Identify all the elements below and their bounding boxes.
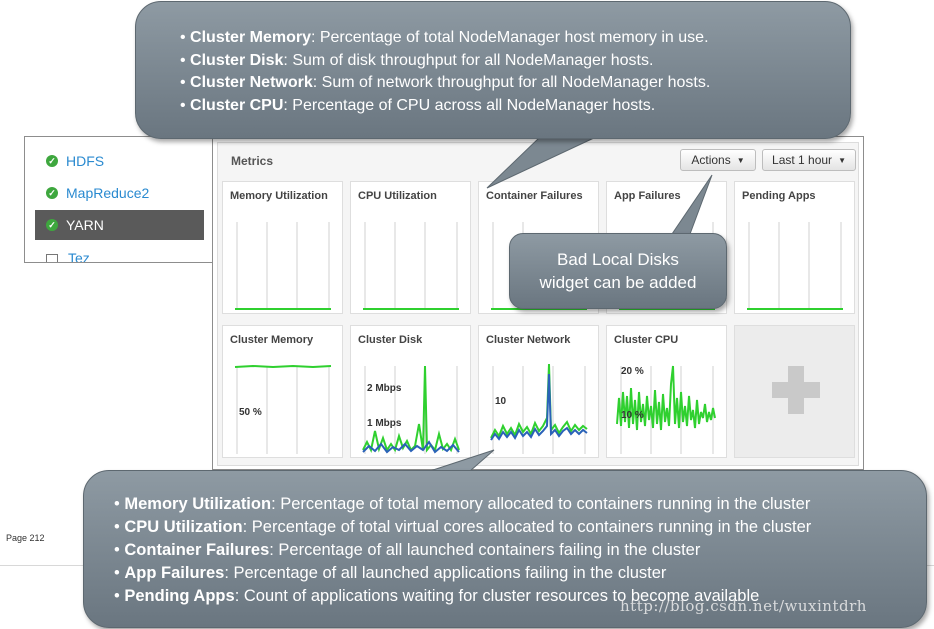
widget-cluster-network[interactable]: Cluster Network 10	[478, 325, 599, 458]
axis-label: 20 %	[621, 366, 644, 377]
callout-bullet: • Pending Apps: Count of applications wa…	[114, 587, 760, 605]
sidebar-item-label: HDFS	[66, 153, 105, 169]
sidebar-item-tez[interactable]: Tez	[35, 243, 204, 263]
memory-utilization-chart	[235, 222, 331, 310]
cluster-disk-chart	[362, 365, 460, 454]
actions-label: Actions	[691, 153, 731, 167]
plus-icon-bar	[772, 382, 820, 398]
bad-local-disks-callout: Bad Local Disks widget can be added	[509, 233, 727, 309]
callout-bullet: • CPU Utilization: Percentage of total v…	[114, 518, 812, 536]
callout-bullet: • Cluster CPU: Percentage of CPU across …	[180, 96, 656, 114]
check-circle-icon: ✓	[46, 187, 58, 199]
caret-down-icon: ▼	[736, 155, 745, 165]
widget-title: CPU Utilization	[358, 190, 437, 202]
widget-cluster-memory[interactable]: Cluster Memory 50 %	[222, 325, 343, 458]
metrics-title: Metrics	[231, 154, 274, 168]
bottom-callout-list: • Memory Utilization: Percentage of tota…	[114, 493, 811, 608]
sidebar-item-mapreduce2[interactable]: ✓ MapReduce2	[35, 178, 204, 208]
widget-cluster-disk[interactable]: Cluster Disk 2 Mbps 1 Mbps	[350, 325, 471, 458]
widget-title: Memory Utilization	[230, 190, 328, 202]
top-callout: • Cluster Memory: Percentage of total No…	[135, 1, 851, 139]
widget-cluster-cpu[interactable]: Cluster CPU 20 % 10 %	[606, 325, 727, 458]
sidebar-item-hdfs[interactable]: ✓ HDFS	[35, 146, 204, 176]
cluster-cpu-chart	[616, 365, 716, 454]
time-range-label: Last 1 hour	[772, 153, 833, 167]
callout-bullet: • Memory Utilization: Percentage of tota…	[114, 495, 811, 513]
top-callout-list: • Cluster Memory: Percentage of total No…	[180, 27, 710, 117]
monitor-icon	[46, 253, 58, 262]
callout-line: Bad Local Disks	[557, 250, 679, 269]
add-widget-button[interactable]	[734, 325, 855, 458]
axis-label: 50 %	[239, 407, 262, 418]
callout-bullet: • Container Failures: Percentage of all …	[114, 541, 701, 559]
widget-title: Cluster Memory	[230, 334, 314, 346]
time-range-dropdown[interactable]: Last 1 hour ▼	[762, 149, 856, 171]
widget-title: Pending Apps	[742, 190, 816, 202]
callout-bullet: • Cluster Memory: Percentage of total No…	[180, 29, 709, 46]
callout-bullet: • Cluster Disk: Sum of disk throughput f…	[180, 51, 654, 69]
widget-title: Container Failures	[486, 190, 583, 202]
caret-down-icon: ▼	[838, 155, 846, 165]
sidebar-item-label: Tez	[68, 250, 90, 263]
widget-title: App Failures	[614, 190, 681, 202]
widget-cpu-utilization[interactable]: CPU Utilization	[350, 181, 471, 314]
axis-label: 2 Mbps	[367, 383, 402, 394]
actions-dropdown[interactable]: Actions ▼	[680, 149, 756, 171]
sidebar-item-yarn[interactable]: ✓ YARN	[35, 210, 204, 240]
sidebar-item-label: YARN	[66, 217, 104, 233]
page-number: Page 212	[6, 533, 45, 543]
check-circle-icon: ✓	[46, 155, 58, 167]
axis-label: 10 %	[621, 410, 644, 421]
callout-bullet: • Cluster Network: Sum of network throug…	[180, 74, 711, 91]
cluster-memory-chart	[234, 364, 332, 454]
widget-title: Cluster CPU	[614, 334, 679, 346]
check-circle-icon: ✓	[46, 219, 58, 231]
callout-line: widget can be added	[539, 273, 697, 292]
axis-label: 1 Mbps	[367, 418, 402, 429]
sidebar-item-label: MapReduce2	[66, 185, 150, 201]
pending-apps-chart	[747, 222, 843, 310]
callout-bullet: • App Failures: Percentage of all launch…	[114, 564, 667, 582]
bottom-callout: • Memory Utilization: Percentage of tota…	[83, 470, 927, 628]
service-sidebar: ✓ HDFS ✓ MapReduce2 ✓ YARN Tez	[24, 136, 214, 263]
widget-memory-utilization[interactable]: Memory Utilization	[222, 181, 343, 314]
cpu-utilization-chart	[363, 222, 459, 310]
cluster-network-chart	[490, 363, 588, 454]
watermark: http://blog.csdn.net/wuxintdrh	[620, 597, 867, 615]
widget-pending-apps[interactable]: Pending Apps	[734, 181, 855, 314]
axis-label: 10	[495, 396, 507, 407]
widget-title: Cluster Disk	[358, 334, 423, 346]
widget-title: Cluster Network	[486, 334, 571, 346]
